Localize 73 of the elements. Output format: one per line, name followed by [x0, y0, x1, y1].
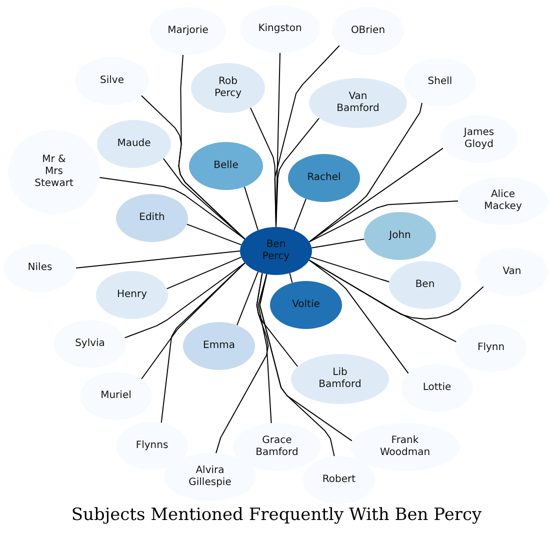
node-label: Van Bamford — [336, 91, 380, 115]
connector-line — [76, 250, 240, 268]
node-label: Ben — [415, 279, 435, 291]
node-label: Edith — [139, 212, 165, 224]
node-label: Flynn — [477, 342, 505, 354]
connector-line — [289, 272, 293, 284]
node-label: Alice Mackey — [484, 189, 522, 213]
node-ellipse — [75, 57, 149, 105]
node-ellipse — [233, 423, 321, 471]
node-ellipse — [440, 115, 518, 163]
connector-line — [308, 102, 422, 242]
node-label: Mr & Mrs Stewart — [34, 154, 74, 190]
node-label: Emma — [203, 340, 235, 352]
node-label: Voltie — [292, 299, 320, 311]
node-ellipse — [116, 194, 188, 242]
node-ellipse — [309, 78, 407, 128]
node-ellipse — [389, 261, 461, 309]
node-label: Ben Percy — [262, 239, 290, 263]
node-label: Sylvia — [75, 338, 105, 350]
node-ellipse — [404, 58, 476, 106]
node-ellipse — [291, 354, 389, 404]
node-ellipse — [240, 227, 312, 275]
node-label: Niles — [28, 262, 52, 274]
node-label: Shell — [428, 76, 452, 88]
node-label: Van — [502, 266, 522, 278]
node-label: Alvira Gillespie — [188, 465, 232, 489]
connector-line — [308, 260, 457, 342]
connector-line — [276, 118, 320, 228]
diagram-title: Subjects Mentioned Frequently With Ben Percy — [71, 504, 482, 526]
connector-line — [308, 148, 444, 242]
node-ellipse — [288, 154, 360, 202]
node-label: Belle — [214, 160, 238, 172]
connector-line — [258, 274, 272, 424]
node-ellipse — [189, 142, 263, 190]
node-label: John — [389, 230, 411, 242]
connector-line — [294, 198, 306, 231]
connector-line — [186, 224, 242, 246]
connector-line — [310, 256, 390, 282]
connector-line — [308, 260, 409, 374]
node-ellipse — [183, 322, 255, 370]
connector-line — [216, 272, 269, 454]
node-label: Grace Bamford — [256, 435, 298, 459]
node-label: Kingston — [258, 23, 302, 35]
node-label: Robert — [322, 474, 356, 486]
node-label: James Gloyd — [464, 127, 494, 151]
connector-line — [244, 186, 258, 231]
node-label: Lib Bamford — [318, 367, 362, 391]
connector-line — [259, 274, 335, 457]
node-label: Maude — [117, 138, 151, 150]
node-label: Marjorie — [168, 25, 208, 37]
node-ellipse — [476, 248, 548, 296]
node-label: OBrien — [350, 25, 386, 37]
node-label: Flynns — [136, 440, 168, 452]
connector-line — [308, 200, 458, 242]
node-ellipse — [270, 281, 342, 329]
connector-line — [99, 177, 246, 240]
connector-line — [311, 238, 365, 248]
node-ellipse — [364, 212, 436, 260]
node-label: Rob Percy — [214, 76, 242, 100]
node-label: Lottie — [422, 382, 452, 394]
node-ellipse — [332, 7, 404, 55]
connector-line — [236, 271, 258, 326]
connector-line — [160, 262, 246, 424]
node-label: Silve — [100, 75, 124, 87]
connector-line — [166, 256, 242, 290]
node-ellipse — [97, 120, 171, 168]
node-label: Frank Woodman — [380, 435, 430, 459]
connector-line — [124, 262, 246, 338]
node-label: Henry — [116, 289, 148, 301]
node-label: Muriel — [100, 390, 132, 402]
node-label: Rachel — [307, 172, 341, 184]
connector-line — [162, 158, 246, 240]
node-ellipse — [401, 364, 473, 412]
